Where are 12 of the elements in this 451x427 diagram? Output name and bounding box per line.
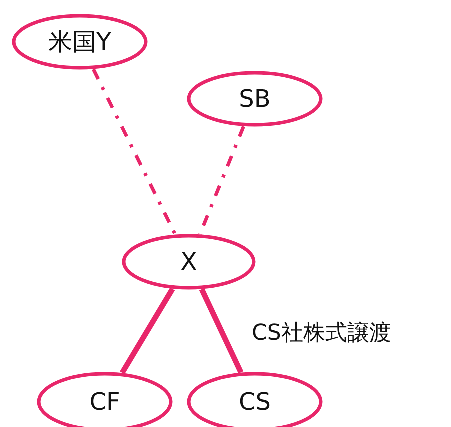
node-label: CF bbox=[90, 388, 120, 416]
node-label: CS bbox=[239, 388, 271, 416]
ellipse-node bbox=[122, 234, 256, 290]
node-label: X bbox=[180, 248, 198, 276]
node-label: SB bbox=[239, 85, 271, 113]
dash-dot-line bbox=[92, 68, 177, 236]
node-label: 米国Y bbox=[48, 27, 112, 58]
ellipse-node bbox=[187, 71, 323, 127]
connector-line bbox=[199, 288, 244, 374]
ellipse-node bbox=[12, 14, 148, 70]
dash-dot-line bbox=[198, 126, 246, 236]
connector-line bbox=[120, 288, 176, 374]
